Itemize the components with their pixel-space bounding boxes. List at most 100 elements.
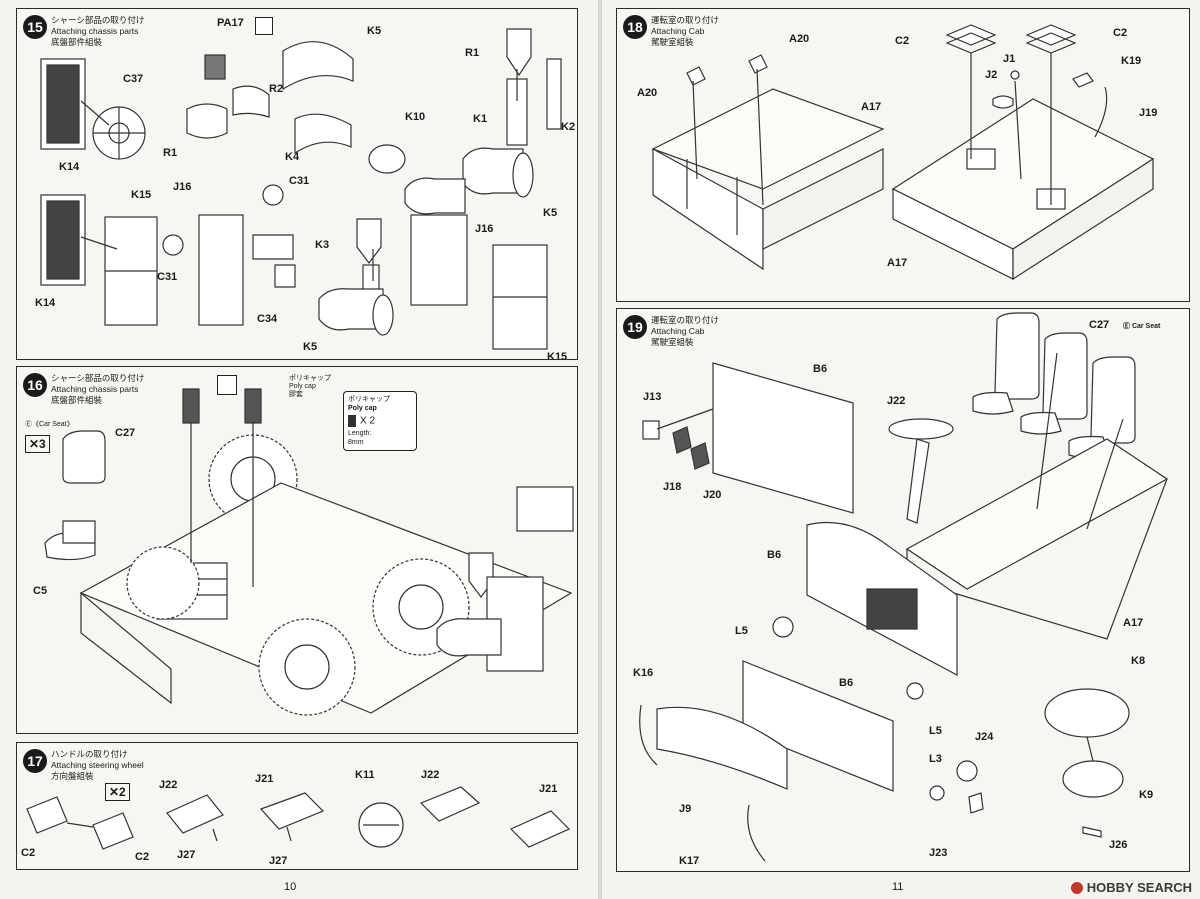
step-16-illustration xyxy=(44,388,574,716)
label-j22-right: J22 xyxy=(421,769,440,781)
step-16-panel: 16 シャーシ部品の取り付け Attaching chassis parts 底… xyxy=(16,366,578,734)
label-k4: K4 xyxy=(285,151,300,163)
label-j19: J19 xyxy=(1139,107,1158,119)
step-number: 19 xyxy=(623,315,647,339)
label-j22: J22 xyxy=(887,395,906,407)
right-page: 18 運転室の取り付け Attaching Cab 駕駛室組裝 xyxy=(602,0,1200,899)
label-l5-left: L5 xyxy=(735,625,748,637)
step-19-illustration xyxy=(639,312,1169,862)
step-17-panel: 17 ハンドルの取り付け Attaching steering wheel 方向… xyxy=(16,742,578,870)
step-title-cn: 底盤部件組裝 xyxy=(51,395,103,405)
label-j24: J24 xyxy=(975,731,994,743)
step-title-jp: シャーシ部品の取り付け xyxy=(51,373,145,383)
label-a20-left: A20 xyxy=(637,87,658,99)
step-title-jp: 運転室の取り付け xyxy=(651,315,720,325)
label-c27: C27 xyxy=(115,427,136,439)
label-c31-top: C31 xyxy=(289,175,310,187)
watermark-logo-icon xyxy=(1070,881,1083,894)
step-17-header: 17 ハンドルの取り付け Attaching steering wheel 方向… xyxy=(23,749,144,782)
step-title-jp: シャーシ部品の取り付け xyxy=(51,15,145,25)
multiplier-x3: ✕3 xyxy=(25,435,50,453)
label-j27-right: J27 xyxy=(269,855,288,867)
label-k14-top: K14 xyxy=(59,161,80,173)
label-j18: J18 xyxy=(663,481,682,493)
step-title-en: Attaching steering wheel xyxy=(51,760,144,770)
label-j1: J1 xyxy=(1003,53,1016,65)
step-title-en: Attaching Cab xyxy=(651,326,705,336)
label-b6-mid: B6 xyxy=(767,549,782,561)
car-seat-note: Ⓔ Car Seat xyxy=(1123,323,1161,330)
step-title-cn: 方向盤組裝 xyxy=(51,771,94,781)
label-k19: K19 xyxy=(1121,55,1142,67)
label-b6-top: B6 xyxy=(813,363,828,375)
label-k11: K11 xyxy=(355,769,375,781)
label-c5: C5 xyxy=(33,585,48,597)
label-j21-right: J21 xyxy=(539,783,558,795)
step-title-jp: 運転室の取り付け xyxy=(651,15,720,25)
label-j21: J21 xyxy=(255,773,274,785)
label-j23: J23 xyxy=(929,847,948,859)
watermark-text: HOBBY SEARCH xyxy=(1086,880,1192,895)
label-j9: J9 xyxy=(679,803,692,815)
step-19-panel: 19 運転室の取り付け Attaching Cab 駕駛室組裝 Ⓔ Car Se… xyxy=(616,308,1190,872)
label-k1: K1 xyxy=(473,113,488,125)
label-c2-right: C2 xyxy=(1113,27,1128,39)
step-18-illustration xyxy=(651,24,1155,281)
label-c27: C27 xyxy=(1089,319,1110,331)
book-gutter xyxy=(598,0,602,899)
polycap-note: ポリキャップ Poly cap 膠套 xyxy=(289,375,331,398)
step-title-cn: 底盤部件組裝 xyxy=(51,37,103,47)
label-a17-left: A17 xyxy=(861,101,882,113)
step-15-panel: 15 シャーシ部品の取り付け Attaching chassis parts 底… xyxy=(16,8,578,360)
label-a17-right: A17 xyxy=(887,257,908,269)
label-c31: C31 xyxy=(157,271,178,283)
step-number: 15 xyxy=(23,15,47,39)
step-title-cn: 駕駛室組裝 xyxy=(651,37,694,47)
label-k9: K9 xyxy=(1139,789,1154,801)
label-j13: J13 xyxy=(643,391,662,403)
paint-icon xyxy=(255,17,273,35)
label-k16: K16 xyxy=(633,667,654,679)
step-title-en: Attaching chassis parts xyxy=(51,384,139,394)
label-j27-left: J27 xyxy=(177,849,196,861)
step-title-jp: ハンドルの取り付け xyxy=(51,749,128,759)
step-title-cn: 駕駛室組裝 xyxy=(651,337,694,347)
step-number: 17 xyxy=(23,749,47,773)
label-j16-right: J16 xyxy=(475,223,494,235)
label-j20: J20 xyxy=(703,489,722,501)
step-number: 18 xyxy=(623,15,647,39)
step-16-header: 16 シャーシ部品の取り付け Attaching chassis parts 底… xyxy=(23,373,144,406)
left-page: 15 シャーシ部品の取り付け Attaching chassis parts 底… xyxy=(0,0,598,899)
polycap-callout: ポリキャップ Poly cap X 2 Length: 8mm xyxy=(343,391,417,451)
watermark: HOBBY SEARCH xyxy=(1070,880,1192,895)
label-j16-left: J16 xyxy=(173,181,192,193)
label-k5-mid: K5 xyxy=(543,207,558,219)
label-j2: J2 xyxy=(985,69,998,81)
step-15-header: 15 シャーシ部品の取り付け Attaching chassis parts 底… xyxy=(23,15,144,48)
label-c34: C34 xyxy=(257,313,278,325)
step-18-header: 18 運転室の取り付け Attaching Cab 駕駛室組裝 xyxy=(623,15,719,48)
label-j22: J22 xyxy=(159,779,178,791)
label-r1: R1 xyxy=(163,147,178,159)
label-c2-right: C2 xyxy=(135,851,150,863)
step-19-header: 19 運転室の取り付け Attaching Cab 駕駛室組裝 xyxy=(623,315,719,348)
step-18-panel: 18 運転室の取り付け Attaching Cab 駕駛室組裝 xyxy=(616,8,1190,302)
label-a20-right: A20 xyxy=(789,33,810,45)
label-k5-bottom: K5 xyxy=(303,341,318,353)
label-pa17: PA17 xyxy=(217,17,244,29)
label-k5-top: K5 xyxy=(367,25,382,37)
label-k14: K14 xyxy=(35,297,56,309)
label-j26: J26 xyxy=(1109,839,1128,851)
label-k2: K2 xyxy=(561,121,576,133)
multiplier-x2: ✕2 xyxy=(105,783,130,801)
label-k10: K10 xyxy=(405,111,426,123)
label-c2-left: C2 xyxy=(895,35,910,47)
label-r2: R2 xyxy=(269,83,284,95)
page-number: 11 xyxy=(892,881,904,893)
label-l5-right: L5 xyxy=(929,725,942,737)
label-b6-bottom: B6 xyxy=(839,677,854,689)
car-seat-note: Ⓔ《Car Seat》 xyxy=(25,421,74,428)
step-number: 16 xyxy=(23,373,47,397)
step-17-illustration xyxy=(26,786,571,850)
label-k15: K15 xyxy=(547,351,568,360)
